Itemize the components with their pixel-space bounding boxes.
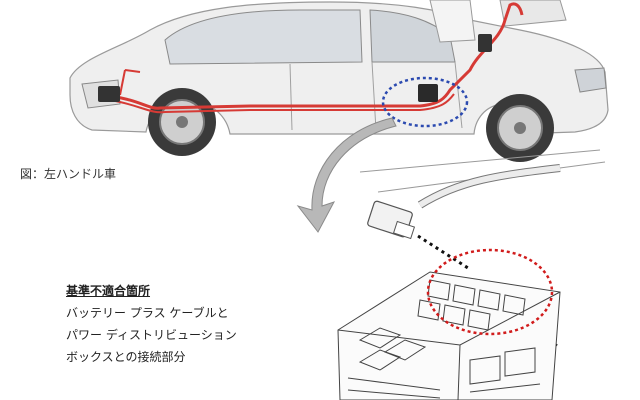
power-distribution-box — [337, 271, 561, 400]
cable-connector — [367, 200, 416, 240]
nonconformity-highlight-red — [426, 248, 554, 336]
note-title: 基準不適合箇所 — [66, 284, 151, 298]
note-line: パワー ディストリビューション — [66, 328, 237, 342]
leader-line-top — [417, 234, 469, 270]
note-line: バッテリー プラス ケーブルと — [66, 306, 229, 320]
note-line: ボックスとの接続部分 — [66, 350, 186, 364]
cable-detail — [359, 149, 606, 240]
zoom-arrow — [296, 117, 397, 233]
car-illustration — [69, 0, 609, 162]
front-wheel — [486, 94, 554, 162]
nonconformity-note: 基準不適合箇所 バッテリー プラス ケーブルと パワー ディストリビューション … — [66, 280, 237, 368]
figure-caption: 図：左ハンドル車 — [20, 167, 117, 181]
connection-highlight-blue — [381, 76, 469, 128]
battery-cable-route — [98, 2, 524, 114]
rear-wheel — [148, 88, 216, 156]
